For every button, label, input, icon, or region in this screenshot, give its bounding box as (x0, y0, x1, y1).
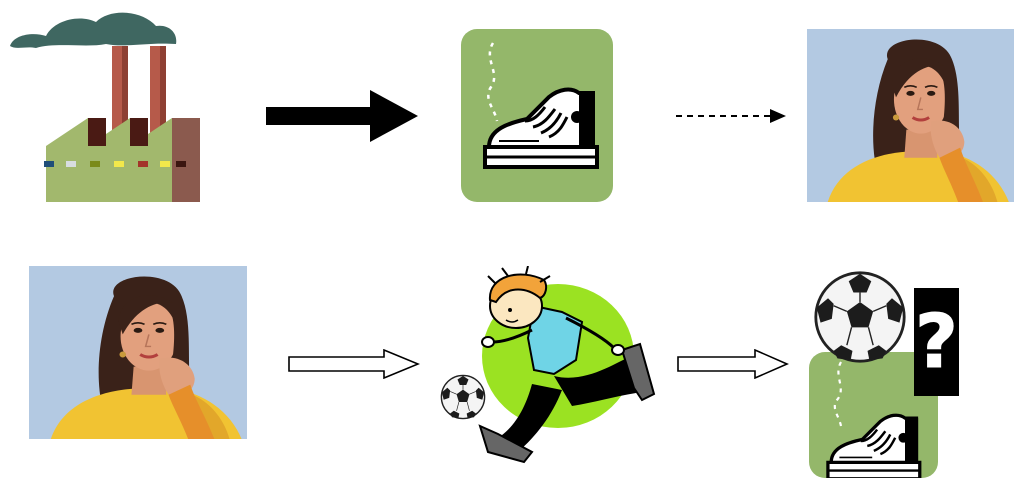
sneaker-icon (461, 29, 613, 202)
question-mark-box: ? (914, 288, 959, 396)
solid-arrow (266, 90, 420, 142)
outlined-arrow (288, 349, 420, 379)
woman-thinking-photo (29, 266, 247, 439)
woman-thinking-photo (807, 29, 1014, 202)
outlined-arrow (677, 349, 789, 379)
soccer-player-icon (436, 266, 660, 466)
dashed-arrow (676, 107, 788, 125)
soccer-ball-icon (812, 270, 908, 364)
sneaker-card (461, 29, 613, 202)
question-mark: ? (915, 305, 958, 379)
factory-icon (6, 6, 206, 202)
